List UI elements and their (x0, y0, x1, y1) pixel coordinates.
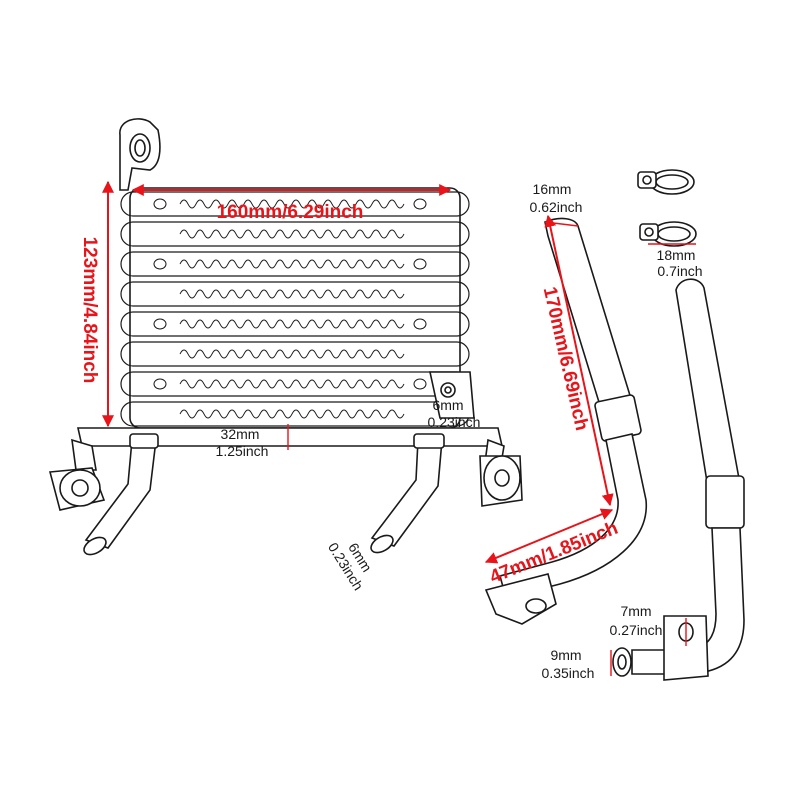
hose-diameter-in: 0.62inch (530, 199, 583, 215)
hose-2-crimp (706, 476, 744, 528)
right-fitting-pipe (368, 434, 444, 556)
left-fitting-pipe (81, 434, 158, 558)
hose-with-pipe-long (613, 279, 744, 680)
rubber-hose-2 (676, 279, 740, 488)
hose-length-arrow (544, 214, 614, 507)
pipe-2-end-fitting (613, 648, 631, 676)
hose-clamp-2 (640, 222, 696, 246)
pipe-1-end-bracket (486, 574, 556, 624)
dimension-lines (102, 180, 696, 676)
right-rubber-mount (480, 456, 522, 506)
fitting-size-label: 6mm 0.23inch (325, 540, 375, 593)
clamp-in: 0.7inch (657, 263, 702, 279)
cooler-height-label: 123mm/4.84inch (79, 237, 100, 384)
pipe-end-mm: 9mm (550, 647, 581, 663)
cooler-core (121, 188, 469, 428)
cooler-fin-waves (180, 200, 404, 418)
left-rubber-mount (50, 468, 104, 510)
hose-clamps (638, 170, 696, 246)
bracket-depth-mm: 32mm (221, 426, 260, 442)
hose-1-crimp (594, 394, 641, 441)
side-bracket (430, 372, 474, 418)
bracket-hole-in: 0.23inch (428, 414, 481, 430)
mount-hole-mm: 7mm (620, 603, 651, 619)
hose-diameter-mm: 16mm (533, 181, 572, 197)
cooler-width-label: 160mm/6.29inch (217, 202, 364, 223)
hose-clamp-1 (638, 170, 694, 194)
oil-cooler (50, 119, 522, 558)
top-mounting-tab (120, 119, 160, 190)
bracket-depth-in: 1.25inch (216, 443, 269, 459)
hose-diameter-tick (544, 221, 579, 227)
bracket-hole-mm: 6mm (432, 397, 463, 413)
pipe-end-in: 0.35inch (542, 665, 595, 681)
pipe-length-arrow (484, 508, 614, 564)
mount-hole-in: 0.27inch (610, 622, 663, 638)
clamp-mm: 18mm (657, 247, 696, 263)
cooler-end-caps (154, 199, 426, 389)
